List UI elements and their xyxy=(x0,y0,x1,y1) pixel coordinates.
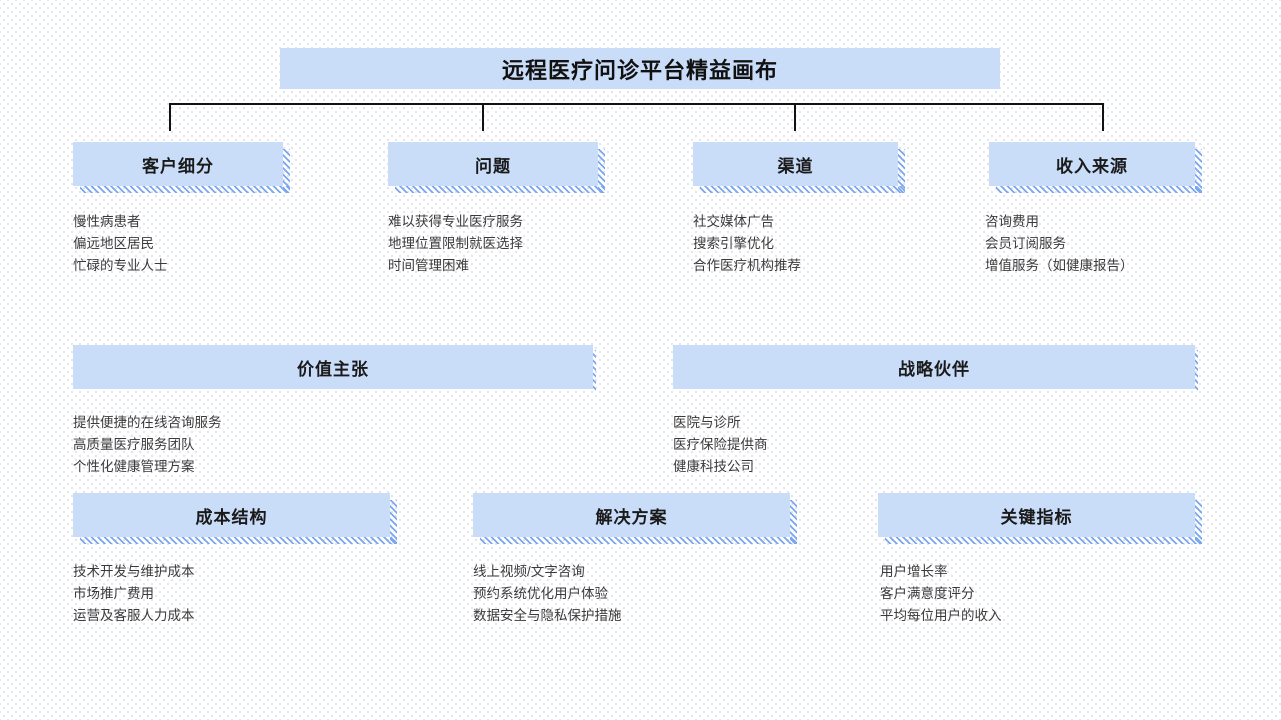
list-item: 运营及客服人力成本 xyxy=(73,608,195,623)
revenue-streams-list: 咨询费用 会员订阅服务 增值服务（如健康报告） xyxy=(985,211,1134,277)
cost-structure-list: 技术开发与维护成本 市场推广费用 运营及客服人力成本 xyxy=(73,561,195,627)
list-item: 会员订阅服务 xyxy=(985,236,1066,251)
list-item: 医院与诊所 xyxy=(673,415,741,430)
list-item: 时间管理困难 xyxy=(388,258,469,273)
section-label: 价值主张 xyxy=(297,359,369,379)
section-header-key-metrics: 关键指标 xyxy=(878,493,1202,544)
section-label: 解决方案 xyxy=(595,507,668,527)
list-item: 咨询费用 xyxy=(985,214,1039,229)
connector-drop-customer-segments xyxy=(169,103,171,131)
list-item: 慢性病患者 xyxy=(73,214,141,229)
connector-horizontal-line xyxy=(169,103,1104,105)
list-item: 客户满意度评分 xyxy=(880,586,975,601)
section-label: 客户细分 xyxy=(142,156,214,176)
list-item: 医疗保险提供商 xyxy=(673,437,768,452)
section-header-strategic-partners: 战略伙伴 xyxy=(673,345,1198,392)
connector-drop-problems xyxy=(482,103,484,131)
list-item: 难以获得专业医疗服务 xyxy=(388,214,523,229)
list-item: 忙碌的专业人士 xyxy=(73,258,168,273)
section-header-problems: 问题 xyxy=(388,142,605,193)
list-item: 地理位置限制就医选择 xyxy=(388,236,523,251)
value-proposition-list: 提供便捷的在线咨询服务 高质量医疗服务团队 个性化健康管理方案 xyxy=(73,412,222,478)
list-item: 市场推广费用 xyxy=(73,586,154,601)
list-item: 合作医疗机构推荐 xyxy=(693,258,801,273)
section-header-cost-structure: 成本结构 xyxy=(73,493,397,544)
list-item: 偏远地区居民 xyxy=(73,236,154,251)
section-label: 渠道 xyxy=(777,156,814,176)
list-item: 社交媒体广告 xyxy=(693,214,774,229)
customer-segments-list: 慢性病患者 偏远地区居民 忙碌的专业人士 xyxy=(73,211,168,277)
problems-list: 难以获得专业医疗服务 地理位置限制就医选择 时间管理困难 xyxy=(388,211,523,277)
connector-drop-revenue-streams xyxy=(1102,103,1104,131)
section-label: 成本结构 xyxy=(195,507,268,527)
channels-list: 社交媒体广告 搜索引擎优化 合作医疗机构推荐 xyxy=(693,211,801,277)
list-item: 用户增长率 xyxy=(880,564,948,579)
connector-drop-channels xyxy=(794,103,796,131)
section-label: 战略伙伴 xyxy=(898,359,970,379)
section-header-solutions: 解决方案 xyxy=(473,493,797,544)
section-label: 关键指标 xyxy=(1000,507,1073,527)
list-item: 提供便捷的在线咨询服务 xyxy=(73,415,222,430)
section-header-value-proposition: 价值主张 xyxy=(73,345,596,392)
list-item: 平均每位用户的收入 xyxy=(880,608,1002,623)
list-item: 技术开发与维护成本 xyxy=(73,564,195,579)
section-header-customer-segments: 客户细分 xyxy=(73,142,290,193)
list-item: 健康科技公司 xyxy=(673,459,754,474)
section-label: 问题 xyxy=(475,156,511,176)
section-label: 收入来源 xyxy=(1056,156,1128,176)
list-item: 个性化健康管理方案 xyxy=(73,459,195,474)
list-item: 搜索引擎优化 xyxy=(693,236,774,251)
list-item: 数据安全与隐私保护措施 xyxy=(473,608,622,623)
key-metrics-list: 用户增长率 客户满意度评分 平均每位用户的收入 xyxy=(880,561,1002,627)
solutions-list: 线上视频/文字咨询 预约系统优化用户体验 数据安全与隐私保护措施 xyxy=(473,561,622,627)
section-header-revenue-streams: 收入来源 xyxy=(989,142,1202,193)
list-item: 线上视频/文字咨询 xyxy=(473,564,585,579)
list-item: 增值服务（如健康报告） xyxy=(985,258,1134,273)
list-item: 预约系统优化用户体验 xyxy=(473,586,608,601)
list-item: 高质量医疗服务团队 xyxy=(73,437,195,452)
section-header-channels: 渠道 xyxy=(693,142,905,193)
diagram-title: 远程医疗问诊平台精益画布 xyxy=(280,48,1000,89)
strategic-partners-list: 医院与诊所 医疗保险提供商 健康科技公司 xyxy=(673,412,768,478)
